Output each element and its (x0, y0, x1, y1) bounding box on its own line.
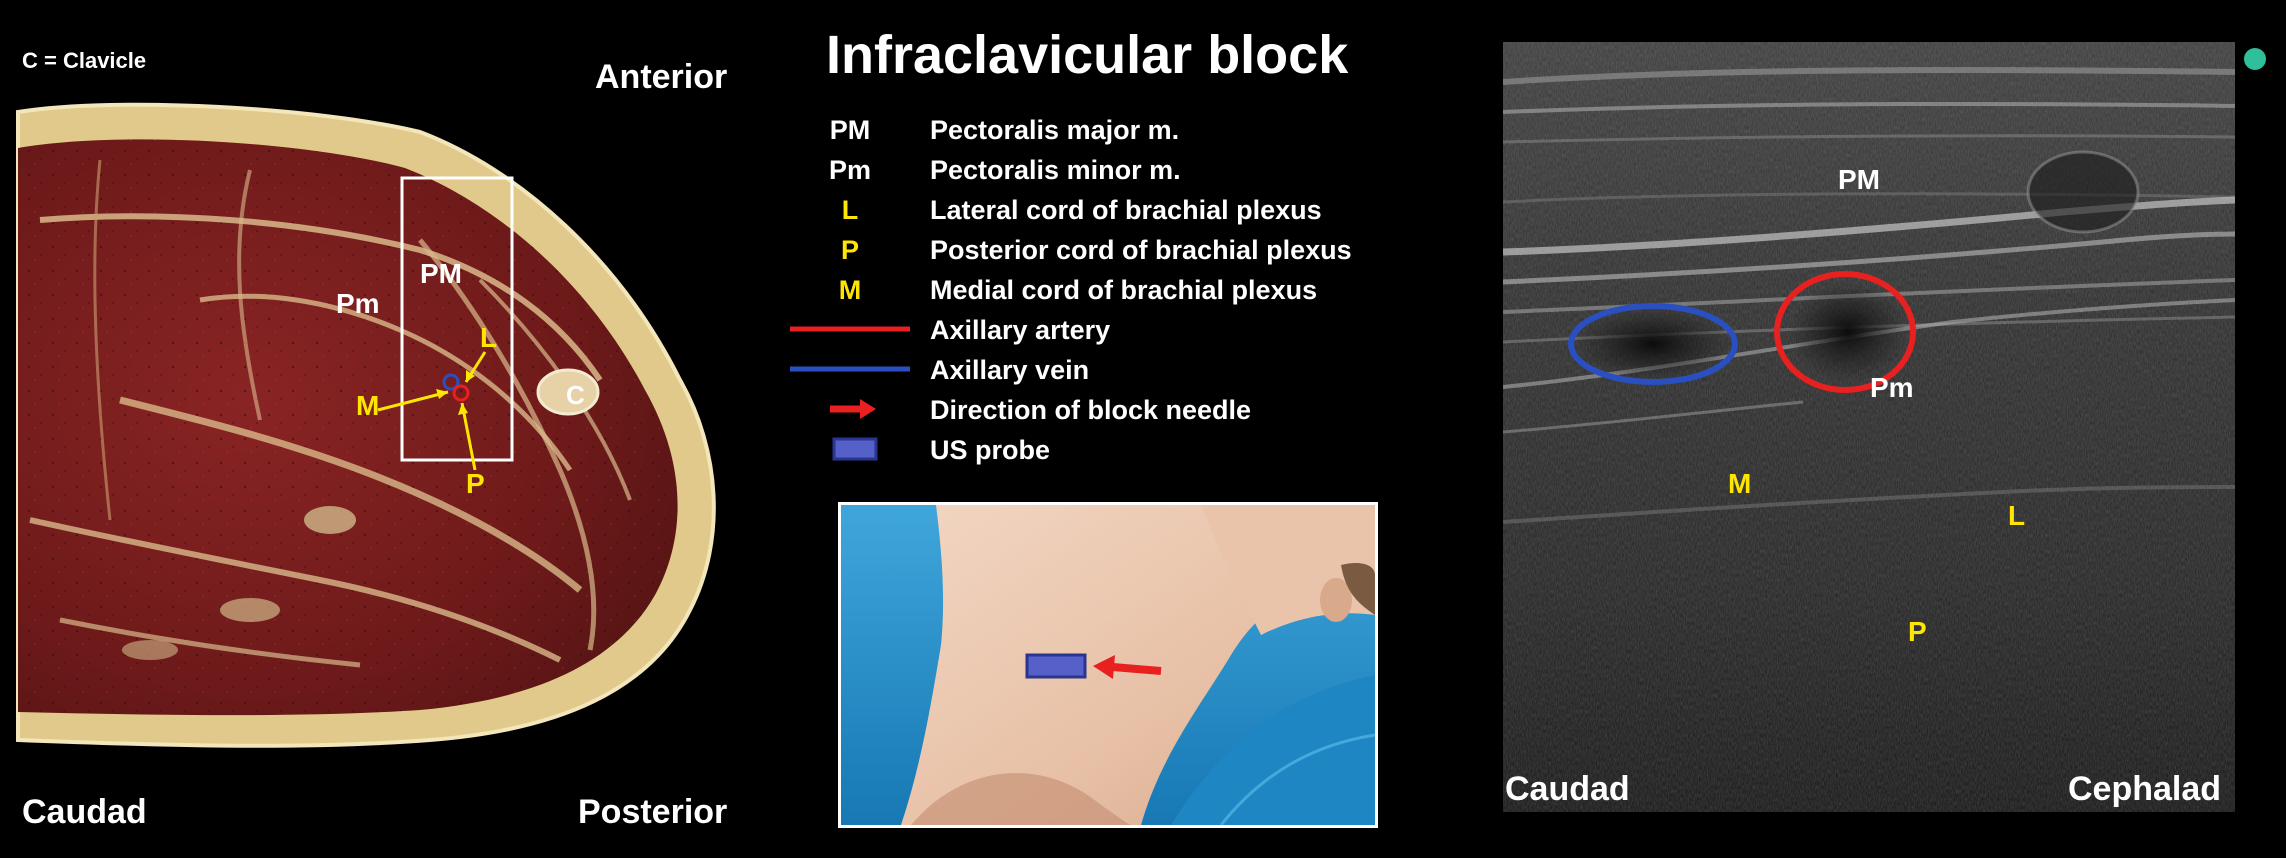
legend-item: M Medial cord of brachial plexus (770, 270, 1490, 308)
medial-cord-label-left: M (356, 390, 380, 421)
legend-item: US probe (770, 430, 1490, 468)
clavicle-label: C (566, 380, 585, 410)
caudad-label-us: Caudad (1505, 770, 1630, 808)
legend-key: L (841, 195, 859, 225)
lateral-cord-label-us: L (2008, 500, 2026, 531)
pectoralis-minor-label-us: Pm (1870, 372, 1914, 403)
cephalad-label-us: Cephalad (2068, 770, 2222, 808)
legend-key: PM (829, 115, 871, 145)
legend-key: Pm (828, 155, 872, 185)
patient-photo (838, 502, 1378, 828)
legend-desc: US probe (930, 435, 1051, 465)
posterior-cord-label-left: P (466, 468, 485, 499)
axillary-artery-marker (452, 384, 470, 402)
legend-desc: Direction of block needle (930, 395, 1252, 425)
legend-desc: Axillary artery (930, 315, 1111, 345)
pectoralis-major-label-us: PM (1838, 164, 1880, 195)
ultrasound-image (1503, 42, 2235, 812)
clavicle-legend-note: C = Clavicle (22, 48, 147, 73)
legend-key: P (840, 235, 859, 265)
needle-direction-arrow (1093, 655, 1115, 679)
ultrasound-art (1503, 42, 2235, 812)
probe-rect-swatch (832, 437, 878, 461)
posterior-cord-label-us: P (1908, 616, 1927, 647)
vein-line-swatch (790, 366, 910, 372)
us-probe-marker (1025, 653, 1087, 679)
pectoralis-major-label-left: PM (420, 258, 462, 289)
lateral-cord-label-left: L (480, 322, 498, 353)
legend-key: M (838, 275, 862, 305)
legend-item: PM Pectoralis major m. (770, 110, 1490, 148)
legend-item: L Lateral cord of brachial plexus (770, 190, 1490, 228)
anterior-label: Anterior (595, 58, 728, 96)
posterior-label: Posterior (578, 793, 728, 831)
axillary-artery-outline (1774, 271, 1916, 393)
pectoralis-minor-label-left: Pm (336, 288, 380, 319)
legend-desc: Posterior cord of brachial plexus (930, 235, 1352, 265)
legend-item: Axillary artery (770, 310, 1490, 348)
clavicle-bone (536, 368, 600, 416)
patient-photo-art (841, 505, 1375, 825)
orientation-marker-dot (2244, 48, 2266, 70)
medial-cord-label-us: M (1728, 468, 1752, 499)
legend-desc: Lateral cord of brachial plexus (930, 195, 1322, 225)
artery-line-swatch (790, 326, 910, 332)
caudad-label-left: Caudad (22, 793, 147, 831)
legend-desc: Pectoralis minor m. (930, 155, 1181, 185)
legend: PM Pectoralis major m. Pm Pectoralis min… (770, 110, 1490, 480)
anatomy-cross-section (16, 102, 716, 748)
legend-desc: Pectoralis major m. (930, 115, 1180, 145)
axillary-vein-outline (1568, 303, 1738, 385)
region-of-interest-box (400, 176, 514, 462)
needle-arrow-icon (830, 399, 876, 419)
axillary-vein-marker (442, 373, 460, 391)
figure-title: Infraclavicular block (826, 25, 1349, 85)
legend-item: Pm Pectoralis minor m. (770, 150, 1490, 188)
legend-desc: Medial cord of brachial plexus (930, 275, 1318, 305)
legend-item: P Posterior cord of brachial plexus (770, 230, 1490, 268)
legend-item: Axillary vein (770, 350, 1490, 388)
legend-desc: Axillary vein (930, 355, 1090, 385)
legend-item: Direction of block needle (770, 390, 1490, 428)
